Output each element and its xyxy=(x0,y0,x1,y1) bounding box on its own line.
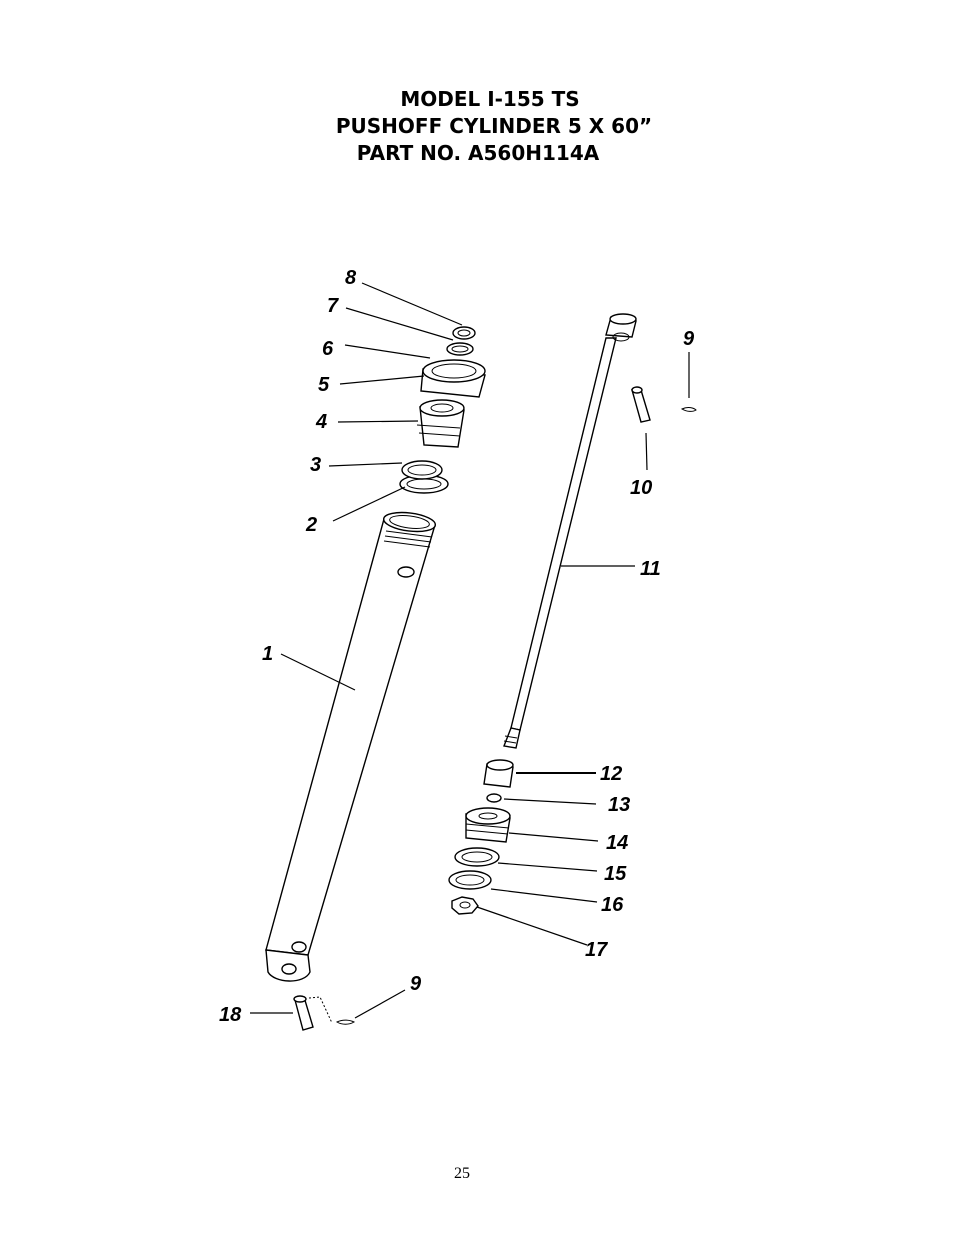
leader-lines xyxy=(250,282,690,1019)
part-5-nut xyxy=(420,359,486,398)
part-3-seal xyxy=(401,460,443,480)
callout-6: 6 xyxy=(322,338,334,360)
callout-9-bottom: 9 xyxy=(410,973,422,995)
part-9-cotter-bottom xyxy=(335,1019,356,1025)
part-1-barrel xyxy=(265,511,437,982)
callout-labels: 8 7 6 5 4 3 2 1 9 10 11 12 13 14 15 16 1… xyxy=(219,267,695,1026)
title-model: MODEL I-155 TS xyxy=(400,87,580,111)
part-15-seal xyxy=(454,847,500,867)
callout-14: 14 xyxy=(606,832,628,854)
callout-16: 16 xyxy=(601,894,624,916)
callout-4: 4 xyxy=(315,411,327,433)
part-11-rod xyxy=(503,313,637,749)
part-7-ring xyxy=(452,326,476,340)
part-14-piston xyxy=(465,807,511,843)
part-12-spacer xyxy=(483,759,514,788)
title-cylinder: PUSHOFF CYLINDER 5 X 60” xyxy=(335,114,653,138)
diagram-title: MODEL I-155 TS PUSHOFF CYLINDER 5 X 60” … xyxy=(0,86,954,167)
callout-11: 11 xyxy=(640,558,661,580)
part-16-ring xyxy=(448,870,492,890)
callout-7: 7 xyxy=(327,295,339,317)
part-4-gland xyxy=(416,399,465,448)
callout-2: 2 xyxy=(305,514,317,536)
part-13-oring xyxy=(486,793,502,803)
callout-17: 17 xyxy=(585,939,608,961)
callout-5: 5 xyxy=(318,374,330,396)
page-number: 25 xyxy=(454,1165,470,1182)
callout-12: 12 xyxy=(600,763,622,785)
callout-15: 15 xyxy=(604,863,627,885)
callout-18: 18 xyxy=(219,1004,242,1026)
part-10-pin xyxy=(631,386,651,423)
callout-9-top: 9 xyxy=(683,328,695,350)
part-18-pin xyxy=(293,995,333,1031)
part-6-ring xyxy=(446,342,474,356)
title-part-number: PART NO. A560H114A xyxy=(356,141,600,165)
callout-8: 8 xyxy=(345,267,357,289)
callout-13: 13 xyxy=(608,794,630,816)
part-9-cotter-top xyxy=(680,406,697,412)
part-17-nut xyxy=(451,896,479,915)
callout-1: 1 xyxy=(262,643,273,665)
callout-3: 3 xyxy=(310,454,321,476)
callout-10: 10 xyxy=(630,477,652,499)
